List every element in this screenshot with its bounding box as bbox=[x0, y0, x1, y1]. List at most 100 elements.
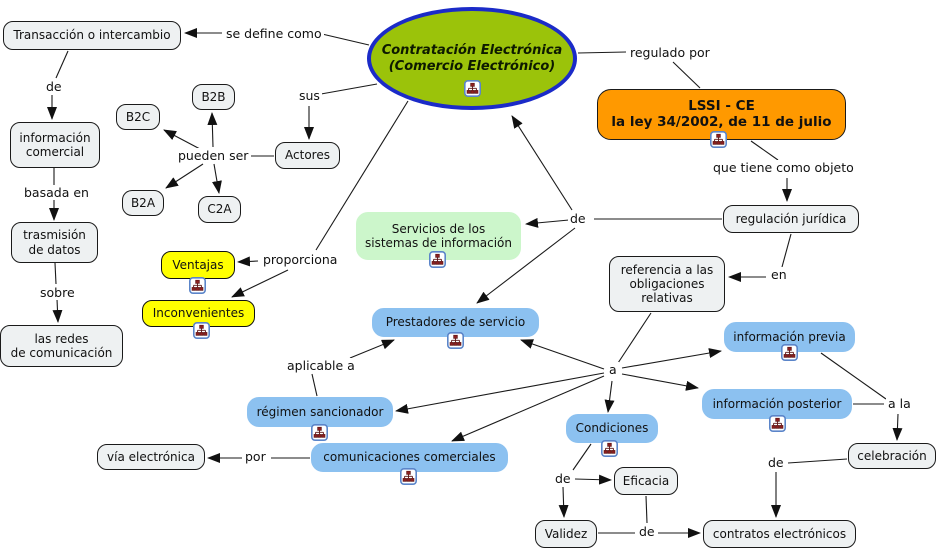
linking-phrase-aplicable-a[interactable]: aplicable a bbox=[285, 358, 357, 373]
inconvenientes-resource-icon[interactable] bbox=[193, 322, 210, 339]
edge-de-servicios bbox=[525, 217, 570, 228]
concept-informacion-previa-label: información previa bbox=[733, 329, 846, 344]
edge-aplicable-prestadores bbox=[349, 339, 395, 359]
concept-condiciones[interactable]: Condiciones bbox=[566, 414, 658, 443]
linking-phrase-de-validez[interactable]: de bbox=[637, 524, 657, 539]
law-resource-icon[interactable] bbox=[710, 131, 727, 148]
concept-trasmision-datos[interactable]: trasmisión de datos bbox=[11, 222, 98, 263]
informacion-previa-resource-icon[interactable] bbox=[781, 344, 798, 361]
linking-phrase-de-transaccion[interactable]: de bbox=[44, 79, 64, 94]
concept-c2a[interactable]: C2A bbox=[198, 196, 241, 223]
edge-de-root bbox=[511, 115, 573, 211]
concept-inconvenientes-label: Inconvenientes bbox=[152, 306, 245, 321]
concept-redes-comunicacion[interactable]: las redes de comunicación bbox=[0, 325, 123, 367]
edge-puedenser-b2b bbox=[207, 112, 218, 148]
concept-b2a-label: B2A bbox=[130, 195, 156, 210]
edge-law-objeto bbox=[750, 140, 779, 161]
linking-phrase-proporciona[interactable]: proporciona bbox=[261, 252, 340, 267]
concept-trasmision-label: trasmisión de datos bbox=[23, 228, 86, 257]
concept-b2c[interactable]: B2C bbox=[116, 104, 160, 130]
linking-phrase-de-regulacion[interactable]: de bbox=[568, 211, 588, 226]
concept-via-label: vía electrónica bbox=[107, 449, 195, 464]
edge-infoprevia-ala bbox=[820, 352, 887, 400]
concept-b2c-label: B2C bbox=[125, 109, 151, 124]
linking-phrase-sobre[interactable]: sobre bbox=[38, 285, 77, 300]
concept-validez[interactable]: Validez bbox=[535, 520, 597, 548]
edge-puedenser-c2a bbox=[212, 163, 222, 194]
concept-referencia-obligaciones[interactable]: referencia a las obligaciones relativas bbox=[609, 256, 725, 312]
concept-informacion-comercial-label: información comercial bbox=[19, 130, 91, 159]
edge-root-sedefine bbox=[321, 33, 370, 46]
linking-phrase-en[interactable]: en bbox=[769, 267, 789, 282]
edge-proporciona-inconvenientes bbox=[231, 269, 289, 298]
edge-proporciona-ventajas bbox=[237, 256, 259, 267]
concept-via-electronica[interactable]: vía electrónica bbox=[97, 444, 205, 470]
concept-contratos-electronicos[interactable]: contratos electrónicos bbox=[703, 520, 856, 548]
linking-phrase-a-la[interactable]: a la bbox=[886, 396, 913, 411]
concept-actores[interactable]: Actores bbox=[275, 142, 340, 169]
condiciones-resource-icon[interactable] bbox=[601, 440, 618, 457]
comunicaciones-resource-icon[interactable] bbox=[400, 468, 417, 485]
edge-de-validez bbox=[558, 486, 569, 518]
concept-regulacion-label: regulación jurídica bbox=[735, 211, 847, 226]
concept-b2a[interactable]: B2A bbox=[122, 190, 164, 216]
edge-condiciones-de bbox=[572, 443, 592, 471]
prestadores-resource-icon[interactable] bbox=[447, 332, 464, 349]
concept-regimen-sancionador[interactable]: régimen sancionador bbox=[247, 397, 393, 427]
concept-validez-label: Validez bbox=[544, 526, 588, 541]
edge-aplicable-regimen bbox=[311, 373, 318, 397]
linking-phrase-sus[interactable]: sus bbox=[297, 88, 322, 103]
linking-phrase-de-condiciones[interactable]: de bbox=[553, 471, 573, 486]
linking-phrase-a[interactable]: a bbox=[607, 362, 619, 377]
edge-a-prestadores bbox=[520, 339, 605, 370]
informacion-posterior-resource-icon[interactable] bbox=[769, 415, 786, 432]
concept-servicios-sistemas[interactable]: Servicios de los sistemas de información bbox=[356, 212, 521, 260]
servicios-resource-icon[interactable] bbox=[429, 251, 446, 268]
edge-root-proporciona bbox=[315, 100, 409, 251]
edge-transaccion-de bbox=[55, 50, 69, 79]
concept-law-label: LSSI - CE la ley 34/2002, de 11 de julio bbox=[611, 97, 832, 130]
edge-root-sus bbox=[320, 83, 378, 95]
linking-phrase-se-define-como[interactable]: se define como bbox=[224, 26, 324, 41]
concept-informacion-comercial[interactable]: información comercial bbox=[10, 122, 100, 168]
concept-transaccion-label: Transacción o intercambio bbox=[13, 28, 171, 43]
root-resource-icon[interactable] bbox=[464, 80, 481, 97]
edge-puedenser-b2c bbox=[163, 129, 201, 150]
concept-comunicaciones-comerciales[interactable]: comunicaciones comerciales bbox=[311, 443, 508, 472]
concept-referencia-label: referencia a las obligaciones relativas bbox=[620, 262, 714, 306]
concept-servicios-label: Servicios de los sistemas de información bbox=[365, 221, 512, 250]
concept-transaccion[interactable]: Transacción o intercambio bbox=[3, 21, 181, 50]
concept-eficacia[interactable]: Eficacia bbox=[614, 467, 678, 495]
concept-eficacia-label: Eficacia bbox=[622, 473, 670, 488]
concept-b2b[interactable]: B2B bbox=[192, 84, 235, 110]
edge-a-comunicaciones bbox=[451, 375, 605, 442]
concept-informacion-posterior[interactable]: información posterior bbox=[702, 389, 852, 419]
edge-root-regulado bbox=[577, 51, 627, 54]
ventajas-resource-icon[interactable] bbox=[189, 277, 206, 294]
concept-root-label: Contratación Electrónica (Comercio Elect… bbox=[381, 43, 563, 74]
linking-phrase-pueden-ser[interactable]: pueden ser bbox=[176, 148, 251, 163]
concept-comunicaciones-label: comunicaciones comerciales bbox=[323, 450, 496, 465]
edge-ala-celebracion bbox=[892, 413, 903, 441]
regimen-resource-icon[interactable] bbox=[311, 424, 328, 441]
edge-referencia-a bbox=[617, 312, 652, 364]
concept-celebracion[interactable]: celebración bbox=[848, 443, 936, 469]
edge-regulacion-en bbox=[781, 233, 792, 268]
linking-phrase-que-tiene-como-objeto[interactable]: que tiene como objeto bbox=[711, 160, 856, 175]
edge-a-infoprevia bbox=[621, 348, 722, 369]
concept-redes-label: las redes de comunicación bbox=[10, 331, 113, 360]
concept-c2a-label: C2A bbox=[207, 202, 232, 217]
linking-phrase-de-celebracion[interactable]: de bbox=[766, 455, 786, 470]
concept-regulacion-juridica[interactable]: regulación jurídica bbox=[723, 205, 859, 233]
linking-phrase-regulado-por[interactable]: regulado por bbox=[628, 45, 712, 60]
edge-regulado-law bbox=[672, 61, 701, 89]
edge-de-prestadores bbox=[476, 227, 576, 304]
concept-informacion-posterior-label: información posterior bbox=[712, 396, 842, 411]
linking-phrase-por[interactable]: por bbox=[243, 449, 268, 464]
edge-celebracion-de bbox=[787, 458, 848, 464]
edge-trasmision-sobre bbox=[54, 262, 57, 285]
linking-phrase-basada-en[interactable]: basada en bbox=[22, 185, 91, 200]
concept-ventajas[interactable]: Ventajas bbox=[161, 251, 235, 279]
